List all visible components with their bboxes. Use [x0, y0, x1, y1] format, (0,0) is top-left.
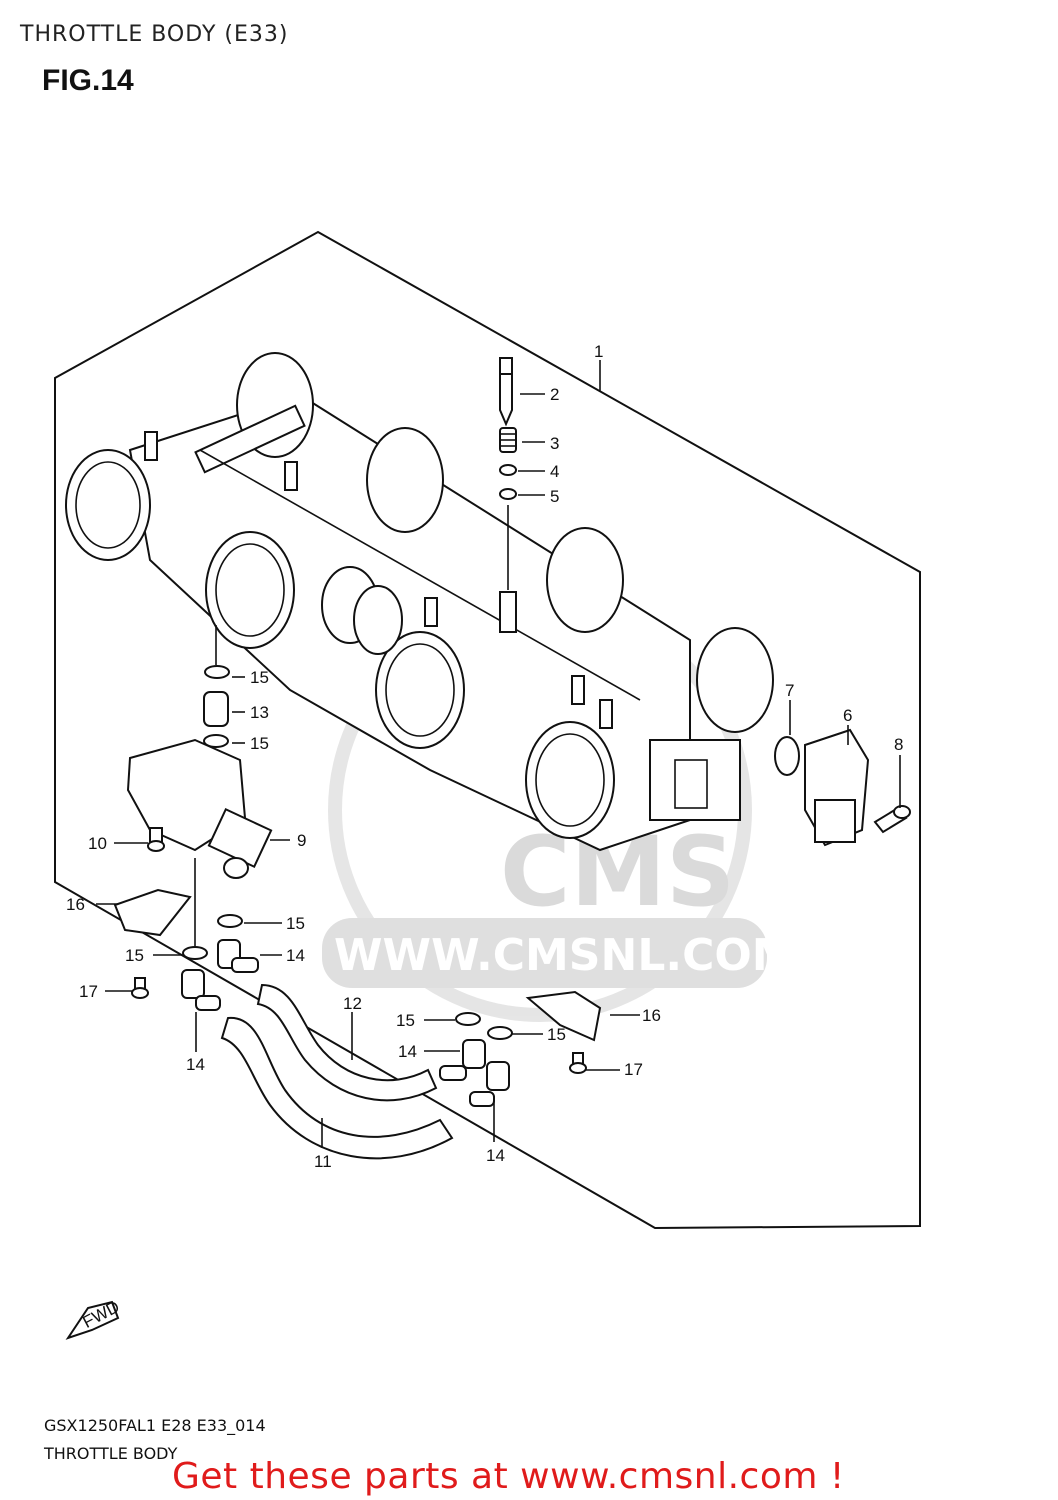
throttle-bore-4 — [525, 721, 615, 839]
callout-14-a: 14 — [286, 946, 305, 965]
hose-12 — [256, 983, 438, 1102]
forward-direction-arrow: FWD — [65, 1297, 123, 1340]
o-ring-c — [455, 1012, 481, 1026]
callout-12: 12 — [343, 994, 362, 1013]
callout-7: 7 — [785, 681, 794, 700]
bolt-left — [131, 977, 149, 999]
assembly-outline — [54, 230, 921, 1230]
o-ring-lower — [203, 734, 229, 748]
callout-4: 4 — [550, 462, 559, 481]
o-ring-small — [499, 488, 517, 500]
valve-screw — [147, 827, 165, 852]
callout-15-a: 15 — [250, 668, 269, 687]
callout-16-b: 16 — [642, 1006, 661, 1025]
watermark-url: WWW.CMSNL.COM — [334, 930, 796, 981]
section-title: THROTTLE BODY (E33) — [20, 22, 289, 47]
callout-17-b: 17 — [624, 1060, 643, 1079]
callout-14-b: 14 — [186, 1055, 205, 1074]
throttle-bore-2 — [205, 531, 295, 649]
joint-c — [439, 1039, 486, 1081]
callout-8: 8 — [894, 735, 903, 754]
joint-d — [469, 1061, 510, 1107]
callout-2: 2 — [550, 385, 559, 404]
throttle-position-sensor — [804, 728, 870, 847]
callout-15-d: 15 — [125, 946, 144, 965]
washer — [499, 464, 517, 476]
throttle-body-assembly — [65, 352, 774, 852]
callout-11: 11 — [314, 1152, 332, 1171]
bolt-right — [569, 1052, 587, 1074]
joint — [203, 691, 229, 727]
o-ring-upper — [204, 665, 230, 679]
leader-lines — [96, 360, 901, 1148]
throttle-bore-1 — [65, 449, 151, 561]
callout-14-d: 14 — [486, 1146, 505, 1165]
callout-15-e: 15 — [396, 1011, 415, 1030]
callout-15-c: 15 — [286, 914, 305, 933]
o-ring-b — [182, 946, 208, 960]
bracket-left — [113, 888, 192, 937]
throttle-bore-3 — [375, 631, 465, 749]
callout-labels: 1 2 3 4 5 6 7 8 9 10 11 12 13 14 14 14 1… — [66, 342, 903, 1171]
fast-idle-valve — [126, 738, 273, 879]
joint-b — [181, 969, 221, 1011]
pilot-screw — [499, 357, 513, 427]
figure-label: FIG.14 — [42, 64, 134, 97]
o-ring-d — [487, 1026, 513, 1040]
callout-10: 10 — [88, 834, 107, 853]
o-ring — [774, 736, 800, 776]
callout-9: 9 — [297, 831, 306, 850]
callout-6: 6 — [843, 706, 852, 725]
hose-11 — [220, 1016, 454, 1160]
callout-15-b: 15 — [250, 734, 269, 753]
spring — [499, 427, 517, 453]
callout-1: 1 — [594, 342, 603, 361]
o-ring-a — [217, 914, 243, 928]
shop-link-banner[interactable]: Get these parts at www.cmsnl.com ! — [172, 1456, 845, 1497]
callout-15-f: 15 — [547, 1025, 566, 1044]
model-code: GSX1250FAL1 E28 E33_014 — [44, 1416, 266, 1435]
callout-3: 3 — [550, 434, 559, 453]
bracket-right — [525, 990, 602, 1042]
joint-a — [217, 939, 259, 973]
callout-16-a: 16 — [66, 895, 85, 914]
callout-5: 5 — [550, 487, 559, 506]
sensor-screw — [873, 805, 911, 834]
callout-17-a: 17 — [79, 982, 98, 1001]
part-group-name: THROTTLE BODY — [44, 1444, 178, 1463]
callout-13: 13 — [250, 703, 269, 722]
callout-14-c: 14 — [398, 1042, 417, 1061]
